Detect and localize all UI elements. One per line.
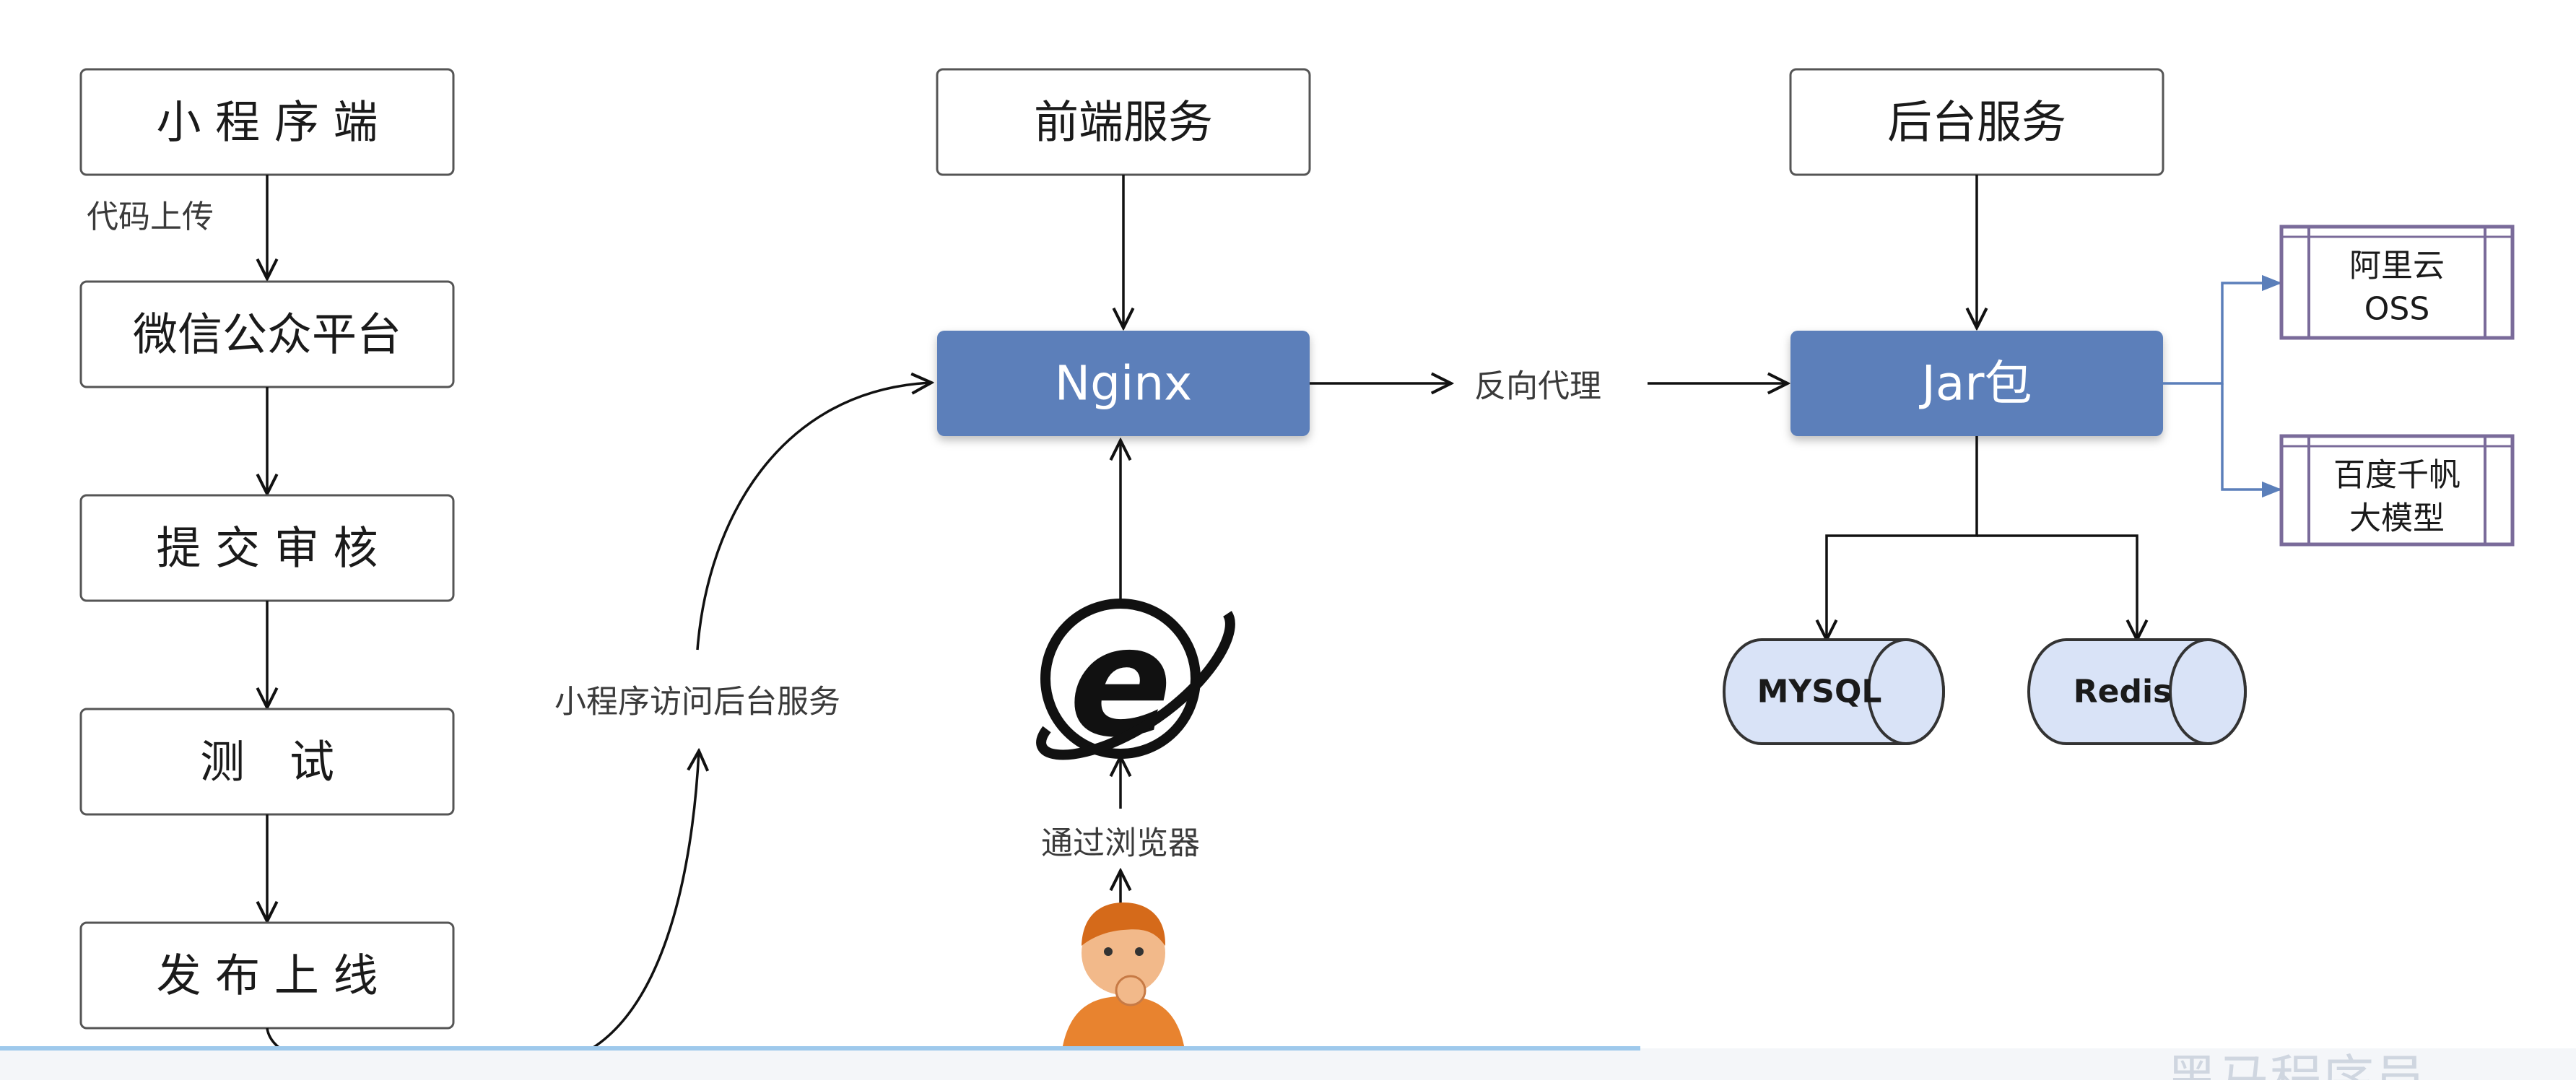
arrow-jar-to-mysql xyxy=(1827,436,1978,640)
qianfan-service-box: 百度千帆 大模型 xyxy=(2279,434,2515,547)
oss-label-line2: OSS xyxy=(2364,291,2430,328)
pipeline-submit-review-label: 提 交 审 核 xyxy=(156,522,378,575)
arrow-jar-to-oss xyxy=(2163,274,2282,385)
bottom-strip xyxy=(0,1048,2576,1080)
oss-service-box: 阿里云 OSS xyxy=(2279,225,2515,340)
watermark: 黑马程序员 xyxy=(2166,1049,2426,1080)
pipeline-wechat-platform-label: 微信公众平台 xyxy=(133,308,401,361)
reverse-proxy-label: 反向代理 xyxy=(1474,368,1601,405)
mysql-database: MYSQL xyxy=(1723,638,1945,745)
ie-browser-icon: e xyxy=(1036,594,1235,771)
oss-label-line1: 阿里云 xyxy=(2349,248,2445,284)
redis-database: Redis xyxy=(2027,638,2247,745)
pipeline-submit-review: 提 交 审 核 xyxy=(79,494,455,602)
access-label: 小程序访问后台服务 xyxy=(554,684,840,721)
backend-service-label: 后台服务 xyxy=(1887,96,2066,149)
arrow-jar-to-redis xyxy=(1977,534,2137,640)
arrow-jar-to-qianfan xyxy=(2221,383,2282,498)
qianfan-label-line1: 百度千帆 xyxy=(2333,457,2460,494)
qianfan-label-line2: 大模型 xyxy=(2349,500,2445,537)
frontend-service-label: 前端服务 xyxy=(1034,96,1213,149)
pipeline-mini-program-label: 小 程 序 端 xyxy=(156,96,378,149)
code-upload-label: 代码上传 xyxy=(87,199,214,235)
nginx-box: Nginx xyxy=(937,331,1310,436)
pipeline-test-label: 测 试 xyxy=(200,736,334,788)
curve-access-to-nginx xyxy=(696,383,931,651)
redis-label: Redis xyxy=(2074,674,2172,710)
frontend-service-box: 前端服务 xyxy=(936,68,1311,176)
pipeline-release-label: 发 布 上 线 xyxy=(156,949,378,1002)
browser-label: 通过浏览器 xyxy=(1041,825,1200,862)
mysql-label: MYSQL xyxy=(1757,674,1882,710)
jar-box: Jar包 xyxy=(1790,331,2163,436)
nginx-label: Nginx xyxy=(1055,356,1193,412)
pipeline-mini-program: 小 程 序 端 xyxy=(79,68,455,176)
pipeline-wechat-platform: 微信公众平台 xyxy=(79,280,455,388)
pipeline-test: 测 试 xyxy=(79,708,455,816)
backend-service-box: 后台服务 xyxy=(1789,68,2164,176)
user-icon xyxy=(1061,902,1185,1054)
pipeline-release: 发 布 上 线 xyxy=(79,921,455,1030)
jar-label: Jar包 xyxy=(1918,356,2032,412)
